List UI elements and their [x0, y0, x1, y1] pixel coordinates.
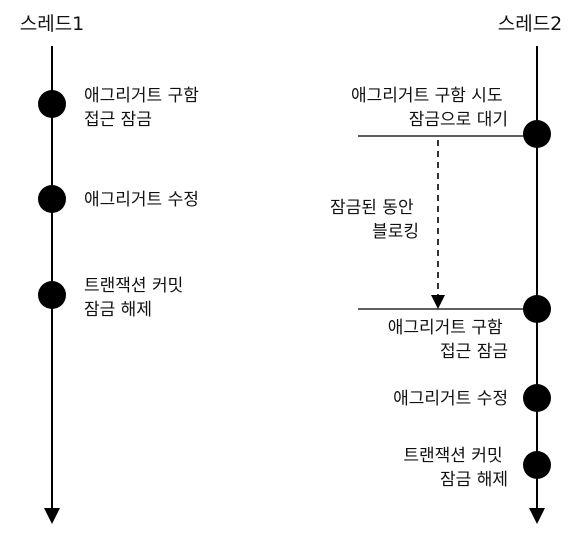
thread2-arrowhead	[529, 508, 545, 524]
thread2-step1-dot	[523, 295, 551, 323]
thread2-title: 스레드2	[498, 13, 563, 35]
thread1-step1-dot	[38, 90, 66, 118]
thread2-wait-label: 애그리거트 구함 시도 잠금으로 대기	[351, 86, 508, 130]
thread2-step3-dot	[523, 451, 551, 479]
thread2-blocking-arrowhead	[431, 295, 445, 309]
thread1-arrowhead	[44, 508, 60, 524]
thread1-step1-label: 애그리거트 구함 접근 잠금	[84, 86, 204, 130]
thread2-blocked-label: 잠금된 동안 블로킹	[330, 198, 419, 242]
thread1-title: 스레드1	[20, 13, 85, 35]
thread1-step2-label: 애그리거트 수정	[84, 190, 199, 210]
thread1-step2-dot	[38, 185, 66, 213]
thread2-step1-label: 애그리거트 구함 접근 잠금	[388, 318, 508, 362]
thread2-wait-dot	[523, 120, 551, 148]
thread2-step2-dot	[523, 384, 551, 412]
thread1-step3-dot	[38, 281, 66, 309]
thread1-step3-label: 트랜잭션 커밋 잠금 해제	[84, 276, 189, 320]
thread2-step2-label: 애그리거트 수정	[393, 389, 508, 409]
thread2-step3-label: 트랜잭션 커밋 잠금 해제	[403, 446, 508, 490]
